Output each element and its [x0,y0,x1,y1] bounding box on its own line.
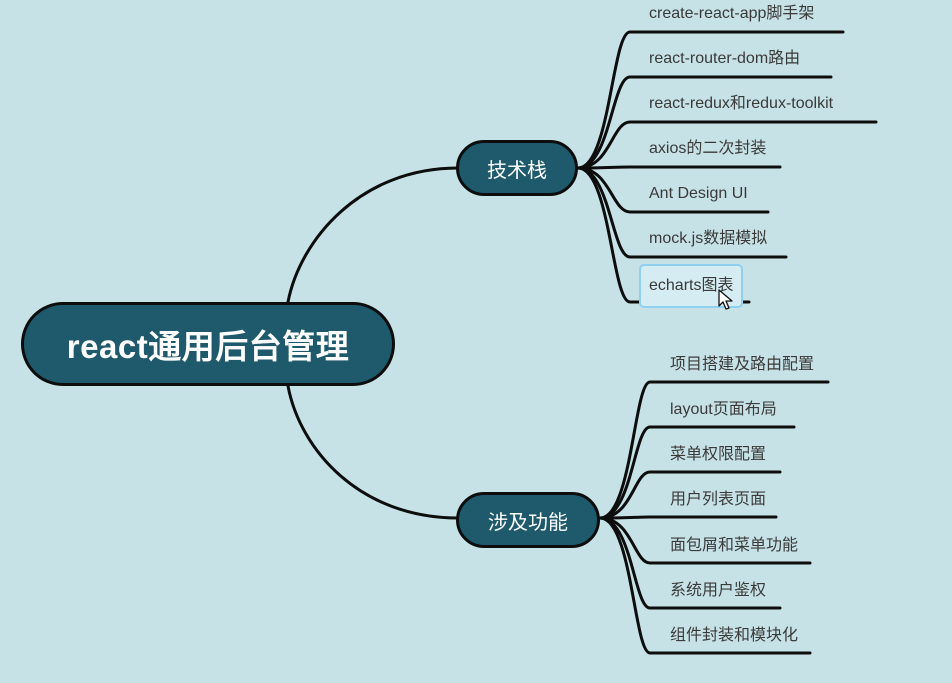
root-node[interactable]: react通用后台管理 [21,302,395,386]
connector-root-to-tech [286,166,460,304]
connector-features-leaf-1 [598,425,796,520]
branch-tech-stack-label: 技术栈 [487,159,547,182]
branch-node-features[interactable]: 涉及功能 [456,492,600,548]
connector-root-to-features [286,384,460,520]
connector-tech-leaf-2 [576,120,878,170]
leaf-project-setup[interactable]: 项目搭建及路由配置 [670,356,815,373]
leaf-component-module[interactable]: 组件封装和模块化 [670,627,799,644]
connector-features-leaf-6 [598,516,812,655]
leaf-mockjs[interactable]: mock.js数据模拟 [649,230,768,247]
leaf-ant-design[interactable]: Ant Design UI [649,185,748,202]
root-node-label: react通用后台管理 [66,328,350,365]
branch-features-label: 涉及功能 [488,511,568,534]
leaf-user-list[interactable]: 用户列表页面 [670,491,767,508]
connector-tech-leaf-0 [576,30,845,170]
leaf-breadcrumb-menu[interactable]: 面包屑和菜单功能 [670,537,799,554]
leaf-menu-permission[interactable]: 菜单权限配置 [670,446,767,463]
branch-node-tech-stack[interactable]: 技术栈 [456,140,578,196]
connector-features-leaf-3 [598,515,778,520]
mouse-pointer-icon [718,289,733,310]
connector-features-leaf-2 [598,470,782,520]
leaf-react-redux[interactable]: react-redux和redux-toolkit [649,95,834,112]
leaf-create-react-app[interactable]: create-react-app脚手架 [649,5,815,22]
connector-tech-leaf-1 [576,75,833,170]
connector-features-leaf-0 [598,380,830,520]
leaf-react-router-dom[interactable]: react-router-dom路由 [649,50,801,67]
connector-tech-leaf-3 [576,165,782,170]
connector-tech-leaf-6 [576,166,751,304]
leaf-user-auth[interactable]: 系统用户鉴权 [670,582,767,599]
leaf-layout[interactable]: layout页面布局 [670,401,777,418]
leaf-axios[interactable]: axios的二次封装 [649,140,767,157]
